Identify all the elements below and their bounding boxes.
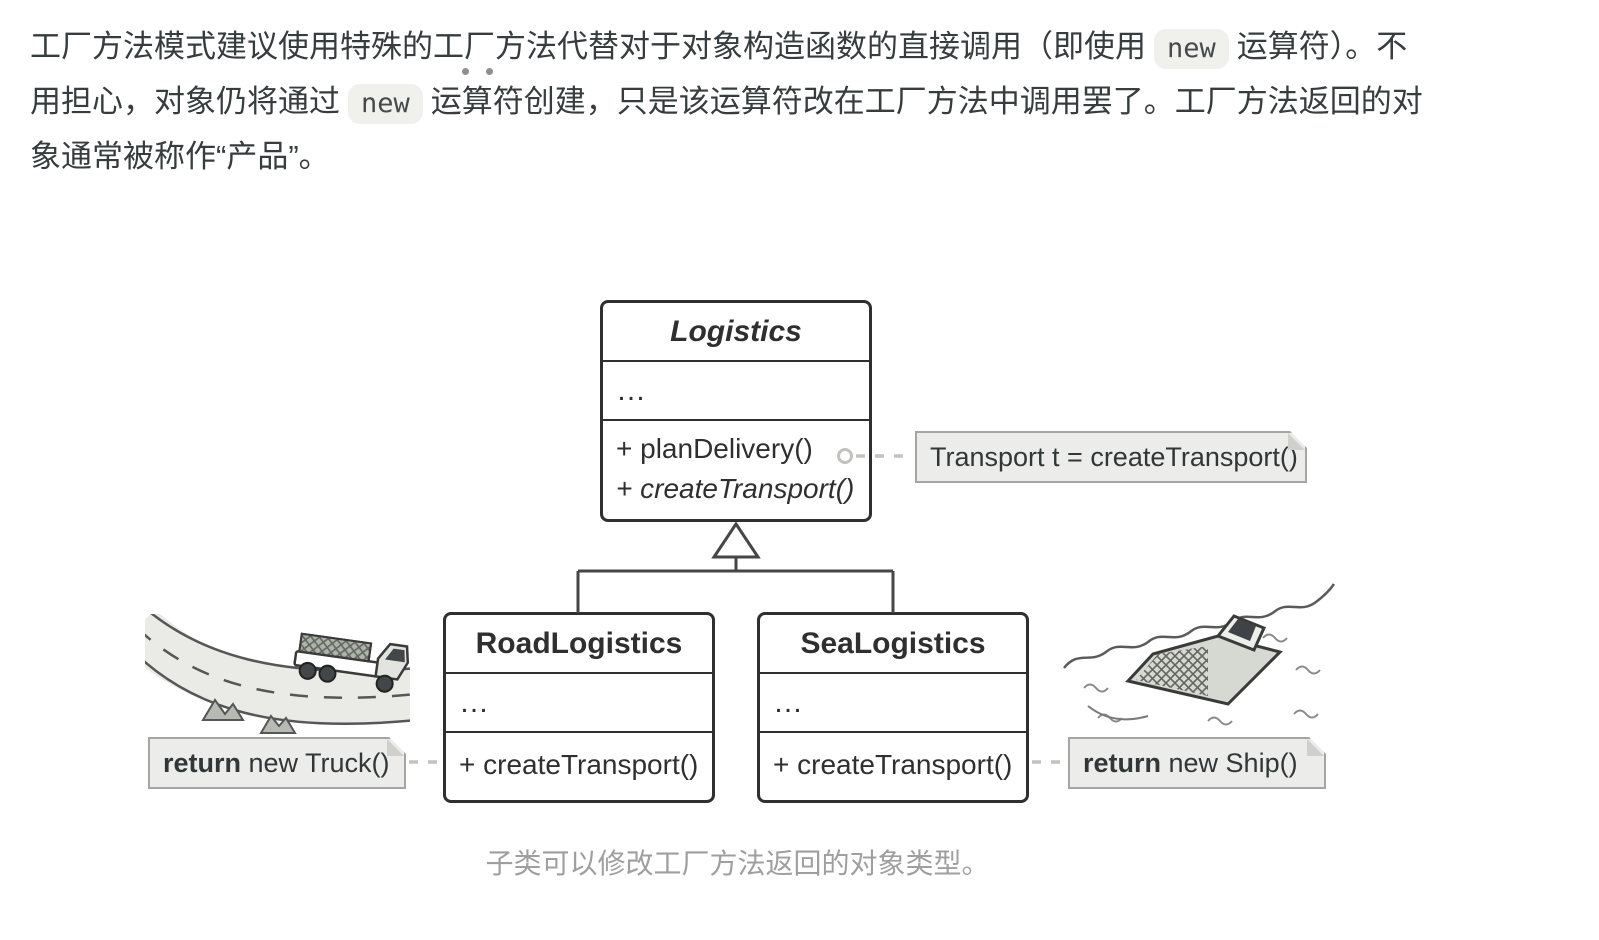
truck-icon <box>293 632 410 693</box>
truck-illustration <box>145 614 410 734</box>
class-methods-logistics: + planDelivery() + createTransport() <box>603 419 869 515</box>
note-return-truck-text: return new Truck() <box>163 748 390 779</box>
boat-wake <box>1087 705 1149 721</box>
class-box-road-logistics: RoadLogistics … + createTransport() <box>443 612 715 803</box>
inheritance-triangle-icon <box>711 521 761 559</box>
bush-icons <box>201 698 297 734</box>
water-waves <box>1063 583 1335 669</box>
intro-text-2: 运算符）。不用担心，对象仍将通过 <box>30 29 1408 119</box>
boat-icon <box>1125 614 1283 706</box>
ship-illustration <box>1063 583 1335 726</box>
class-title-road-logistics: RoadLogistics <box>475 626 683 660</box>
method-create-transport-abstract: + createTransport() <box>616 473 855 504</box>
note-ship-rest: new Ship() <box>1161 747 1298 778</box>
note-return-ship: return new Ship() <box>1068 737 1326 789</box>
pager-dots <box>462 68 493 75</box>
inline-code-new-1: new <box>1154 29 1229 69</box>
intro-text-1: 工厂方法模式建议使用特殊的工厂方法代替对于对象构造函数的直接调用（即使用 <box>30 29 1146 64</box>
method-plan-delivery: + planDelivery() <box>616 433 813 464</box>
intro-text-3: 运算符创建，只是该运算符改在工厂方法中调用罢了。工厂方法返回的对象通常被称作“产… <box>30 84 1423 174</box>
note-truck-rest: new Truck() <box>241 747 390 778</box>
method-create-transport-road: + createTransport() <box>446 731 712 796</box>
keyword-return: return <box>163 747 242 778</box>
diagram-caption: 子类可以修改工厂方法返回的对象类型。 <box>485 848 990 879</box>
note-fold-icon <box>1288 433 1305 450</box>
note-return-ship-text: return new Ship() <box>1083 748 1298 779</box>
note-create-transport-body: Transport t = createTransport() <box>915 431 1307 483</box>
class-box-logistics: Logistics … + planDelivery() + createTra… <box>600 300 872 522</box>
inline-code-new-2: new <box>348 84 423 124</box>
class-fields-placeholder: … <box>603 360 869 419</box>
class-box-sea-logistics: SeaLogistics … + createTransport() <box>757 612 1029 803</box>
method-create-transport-sea: + createTransport() <box>760 731 1026 796</box>
note-return-truck: return new Truck() <box>148 737 406 789</box>
note-fold-icon <box>1307 739 1324 756</box>
keyword-return: return <box>1083 747 1162 778</box>
note-create-transport-text: Transport t = createTransport() <box>930 441 1298 472</box>
dot-icon <box>486 68 493 75</box>
class-title-sea-logistics: SeaLogistics <box>800 626 986 660</box>
class-fields-placeholder: … <box>446 672 712 731</box>
class-title-logistics: Logistics <box>670 314 802 348</box>
dot-icon <box>462 68 469 75</box>
inheritance-lines <box>576 557 895 613</box>
class-fields-placeholder: … <box>760 672 1026 731</box>
